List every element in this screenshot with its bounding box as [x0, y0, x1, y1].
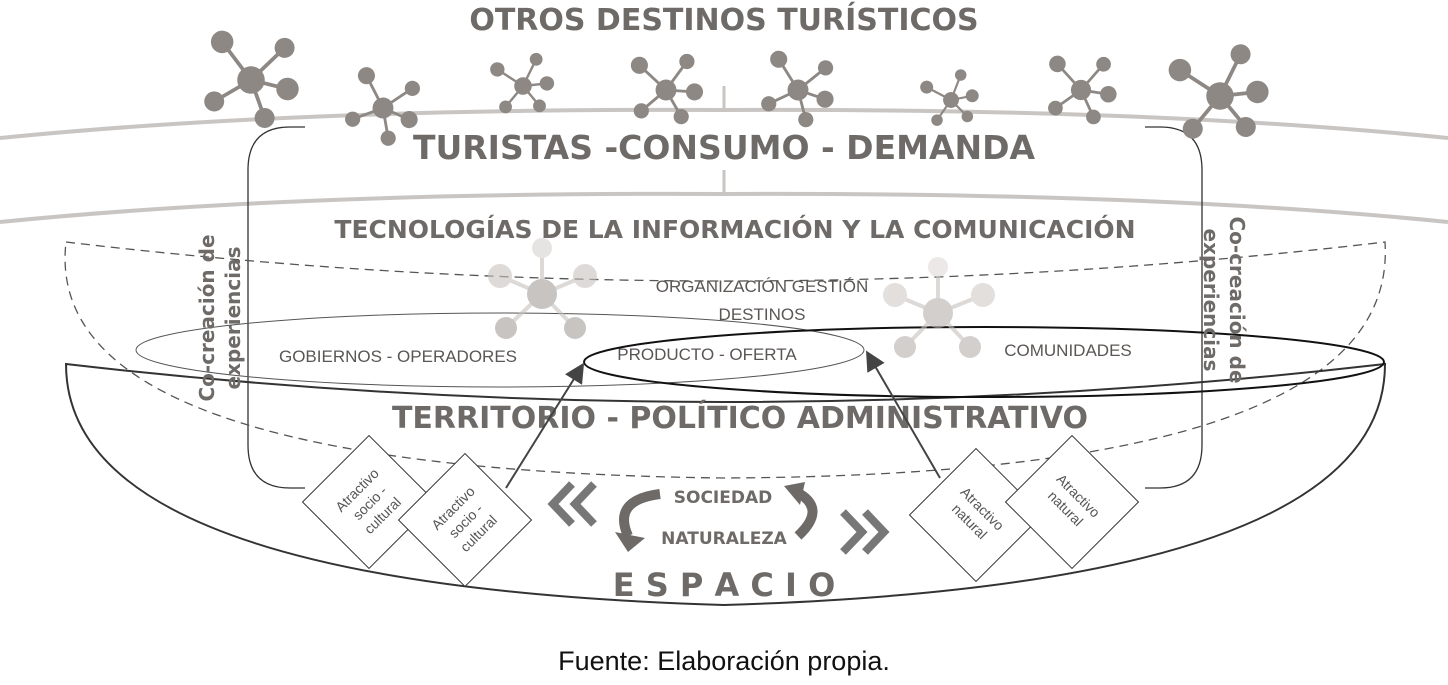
gobiernos-label: GOBIERNOS - OPERADORES	[279, 347, 517, 366]
cycle-arrow-left-icon	[615, 489, 661, 552]
atractivo-natural-1: Atractivo natural	[908, 447, 1044, 583]
network-node-icon-left	[488, 238, 597, 339]
producto-label: PRODUCTO - OFERTA	[617, 345, 797, 364]
cocreacion-right: Co-creación de experiencias	[1199, 216, 1249, 383]
svg-text:Co-creación de: Co-creación de	[1225, 216, 1249, 383]
network-node-icons	[204, 30, 1269, 146]
network-node-icon	[920, 69, 979, 126]
frame-left-bracket	[247, 126, 305, 489]
producto-ellipse	[583, 326, 1385, 398]
network-node-icon	[1168, 44, 1269, 139]
comunidades-label: COMUNIDADES	[1004, 341, 1132, 360]
network-node-icon	[204, 30, 299, 128]
arrow-socio-to-producto	[505, 362, 585, 489]
network-node-icon	[761, 50, 834, 128]
atractivo-socio-cultural-2: Atractivo socio - cultural	[397, 452, 533, 588]
organizacion-line1: ORGANIZACIÓN GESTIÓN	[656, 277, 869, 296]
network-node-icon	[345, 67, 420, 146]
dashed-destination-shape	[64, 241, 1386, 479]
arrow-natural-to-producto	[865, 350, 941, 479]
network-node-icon-right	[883, 257, 995, 358]
chevron-right-icon	[840, 509, 890, 555]
band-tic-label: TECNOLOGÍAS DE LA INFORMACIÓN Y LA COMUN…	[334, 214, 1135, 244]
source-caption: Fuente: Elaboración propia.	[558, 646, 890, 676]
network-node-icon	[630, 53, 704, 125]
svg-text:experiencias: experiencias	[1199, 229, 1223, 372]
cycle-arrow-right-icon	[784, 482, 818, 540]
frame-right-bracket	[1145, 126, 1203, 489]
atractivo-natural-2: Atractivo natural	[1004, 434, 1140, 570]
svg-text:experiencias: experiencias	[221, 247, 245, 390]
espacio-label: E S P A C I O	[613, 566, 836, 604]
sociedad-label: SOCIEDAD	[674, 488, 773, 508]
svg-text:Co-creación de: Co-creación de	[195, 234, 219, 401]
gobiernos-ellipse	[135, 312, 865, 388]
cocreacion-left: Co-creación de experiencias	[195, 234, 245, 401]
naturaleza-label: NATURALEZA	[661, 529, 787, 549]
network-node-icon	[1048, 55, 1117, 125]
band-turistas-label: TURISTAS -CONSUMO - DEMANDA	[413, 128, 1036, 167]
atractivo-socio-cultural-1: Atractivo socio - cultural	[301, 434, 437, 570]
organizacion-line2: DESTINOS	[719, 305, 806, 324]
territorio-bowl	[64, 362, 1387, 607]
top-title: OTROS DESTINOS TURÍSTICOS	[469, 2, 978, 38]
territorio-label: TERRITORIO - POLÍTICO ADMINISTRATIVO	[392, 400, 1088, 436]
network-node-icon	[490, 52, 555, 114]
chevron-left-icon	[547, 481, 597, 527]
